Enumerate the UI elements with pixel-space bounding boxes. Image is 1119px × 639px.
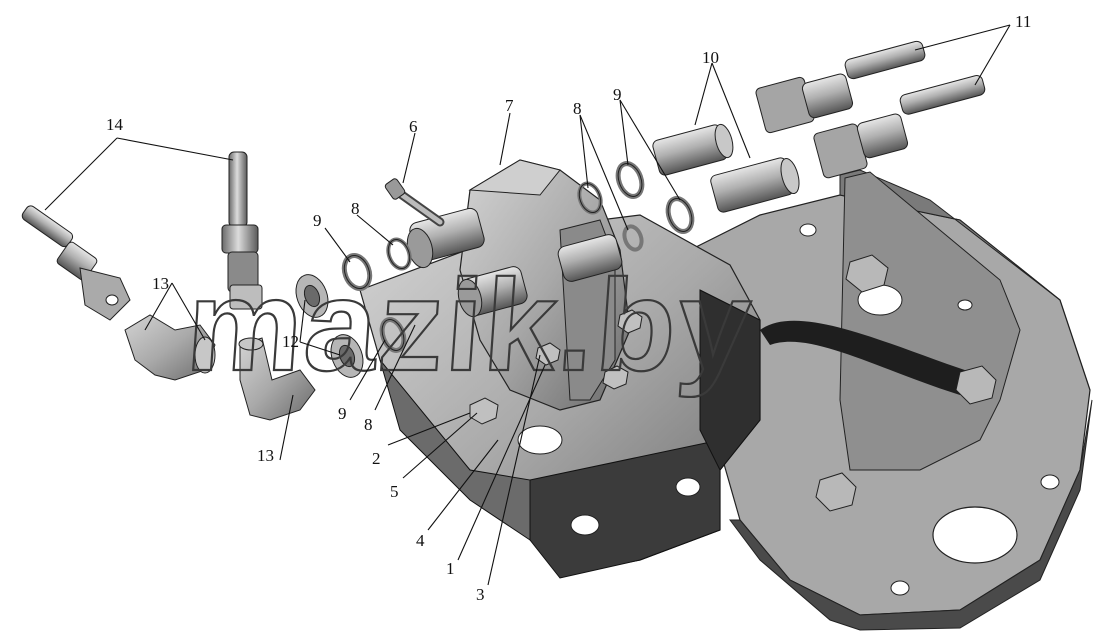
callout-7: 7	[505, 96, 514, 115]
callouts: 14 13 13 12 9 8 6 7 8 9 10 11 9 8 2 5 4 …	[106, 12, 1031, 604]
callout-1: 1	[446, 559, 455, 578]
hex-nut	[295, 274, 364, 378]
callout-12: 12	[282, 332, 299, 351]
callout-8-bottom: 8	[364, 415, 373, 434]
callout-8-right: 8	[573, 99, 582, 118]
callout-9-left: 9	[313, 211, 322, 230]
elbow-fitting	[124, 314, 316, 421]
callout-3: 3	[476, 585, 485, 604]
callout-13-lower: 13	[257, 446, 274, 465]
callout-9-bottom: 9	[338, 404, 347, 423]
port-boss	[406, 207, 623, 318]
small-nut	[469, 309, 643, 425]
bolt	[384, 178, 445, 227]
callout-10: 10	[702, 48, 719, 67]
bracket-bolt	[815, 254, 997, 512]
hose-fitting	[755, 40, 986, 179]
leader-lines	[44, 24, 1011, 586]
callout-11: 11	[1015, 12, 1031, 31]
callout-6: 6	[409, 117, 418, 136]
callout-5: 5	[390, 482, 399, 501]
hose-connector	[21, 151, 263, 321]
callout-4: 4	[416, 531, 425, 550]
adapter-fitting	[652, 123, 800, 213]
callout-2: 2	[372, 449, 381, 468]
callout-14: 14	[106, 115, 124, 134]
callout-8-left: 8	[351, 199, 360, 218]
callout-9-right: 9	[613, 85, 622, 104]
watermark: mazik.by	[182, 252, 757, 398]
o-ring	[341, 161, 695, 353]
callout-13-upper: 13	[152, 274, 169, 293]
